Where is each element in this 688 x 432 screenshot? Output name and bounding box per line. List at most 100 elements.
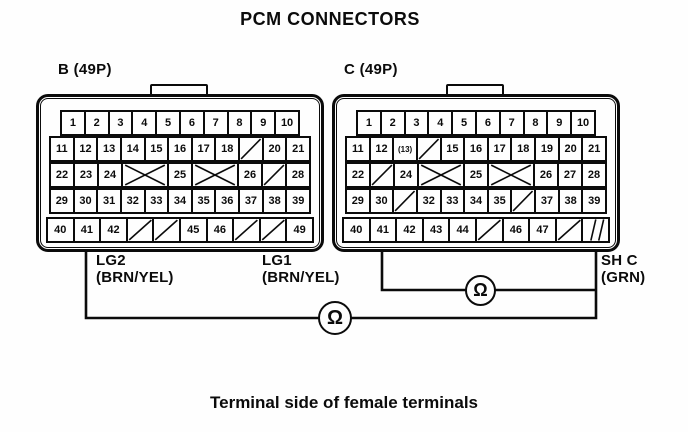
wire-name: SH C: [601, 252, 638, 269]
terminal-B13: 13: [96, 136, 122, 162]
terminal-C33: 33: [439, 188, 466, 214]
blocked-terminal-cell: [369, 162, 395, 188]
terminal-B14: 14: [119, 136, 146, 162]
terminal-C27: 27: [557, 162, 583, 188]
terminal-number: 46: [213, 224, 226, 236]
blocked-terminal-cell: [232, 217, 261, 243]
terminal-B30: 30: [72, 188, 99, 214]
terminal-C42: 42: [395, 217, 424, 243]
terminal-number: 7: [508, 117, 515, 129]
terminal-B42: 42: [99, 217, 128, 243]
terminal-number: 16: [173, 143, 187, 155]
terminal-number: 40: [350, 224, 363, 236]
terminal-B37: 37: [238, 188, 264, 214]
terminal-B6: 6: [178, 110, 205, 136]
terminal-number: 30: [375, 195, 388, 207]
blocked-terminal-cell: [125, 217, 155, 243]
diagram-caption: Terminal side of female terminals: [210, 393, 478, 412]
terminal-number: 9: [260, 117, 267, 129]
terminal-number: 5: [461, 117, 468, 129]
terminal-B45: 45: [178, 217, 208, 243]
terminal-number: 36: [221, 195, 234, 207]
terminal-B17: 17: [190, 136, 217, 162]
terminal-B16: 16: [167, 136, 193, 162]
terminal-B1: 1: [60, 110, 86, 136]
terminal-number: 8: [236, 117, 243, 129]
terminal-number: 20: [268, 143, 281, 155]
terminal-B8: 8: [226, 110, 253, 136]
terminal-C41: 41: [368, 217, 398, 243]
terminal-number: 31: [102, 195, 116, 207]
terminal-number: 39: [292, 195, 305, 207]
terminal-C24: 24: [393, 162, 419, 188]
ohm-symbol: Ω: [473, 280, 488, 300]
terminal-B15: 15: [143, 136, 170, 162]
terminal-number: 19: [540, 143, 554, 155]
terminal-C1: 1: [356, 110, 382, 136]
terminal-B9: 9: [250, 110, 277, 136]
terminal-number: 39: [588, 195, 601, 207]
terminal-number: 49: [293, 224, 306, 236]
terminal-C21: 21: [581, 136, 608, 162]
terminal-number: 30: [79, 195, 92, 207]
wire-color: (GRN): [601, 269, 646, 286]
crossed-terminal-cell: [191, 162, 239, 188]
blocked-terminal-cell: [392, 188, 418, 214]
terminal-number: 13: [102, 143, 116, 155]
terminal-B10: 10: [274, 110, 300, 136]
terminal-number: 46: [509, 224, 522, 236]
terminal-number: 47: [536, 224, 549, 236]
terminal-number: 21: [588, 143, 601, 155]
terminal-number: 28: [587, 169, 601, 181]
terminal-number: 42: [403, 224, 416, 236]
terminal-C29: 29: [345, 188, 371, 214]
terminal-C15: 15: [439, 136, 466, 162]
terminal-C44: 44: [448, 217, 477, 243]
terminal-B5: 5: [155, 110, 181, 136]
terminal-C26: 26: [533, 162, 559, 188]
terminal-number: 35: [197, 195, 210, 207]
blocked-terminal-cell: [152, 217, 181, 243]
terminal-number: 34: [469, 195, 483, 207]
blocked-terminal-cell: [238, 136, 264, 162]
terminal-number: 34: [173, 195, 187, 207]
terminal-B7: 7: [202, 110, 229, 136]
terminal-number: 42: [107, 224, 120, 236]
terminal-number: 22: [55, 169, 69, 181]
terminal-B12: 12: [72, 136, 99, 162]
terminal-number: 16: [469, 143, 483, 155]
terminal-number: 8: [532, 117, 539, 129]
terminal-number: 11: [352, 143, 364, 155]
terminal-number: 41: [80, 224, 94, 236]
terminal-C9: 9: [546, 110, 573, 136]
wire-name: LG1: [262, 252, 292, 269]
terminal-number: 25: [173, 169, 187, 181]
page-title: PCM CONNECTORS: [240, 9, 420, 29]
terminal-C46: 46: [501, 217, 531, 243]
wire-color: (BRN/YEL): [96, 269, 174, 286]
hatched-terminal-cell: [581, 217, 610, 243]
terminal-B34: 34: [167, 188, 193, 214]
terminal-number: 10: [280, 117, 294, 129]
terminal-B49: 49: [285, 217, 314, 243]
terminal-number: 2: [93, 117, 100, 129]
terminal-C19: 19: [534, 136, 560, 162]
terminal-B38: 38: [261, 188, 288, 214]
terminal-B46: 46: [205, 217, 235, 243]
terminal-number: 12: [79, 143, 92, 155]
blocked-terminal-cell: [415, 136, 442, 162]
terminal-number: 5: [165, 117, 172, 129]
connector-b-label: B (49P): [58, 61, 112, 78]
terminal-number: (13): [397, 144, 413, 154]
connector-c-housing-inner-line: [336, 98, 616, 248]
terminal-C37: 37: [534, 188, 560, 214]
terminal-number: 15: [150, 143, 163, 155]
ohm-symbol: Ω: [326, 306, 344, 329]
terminal-B31: 31: [96, 188, 122, 214]
terminal-C28: 28: [581, 162, 607, 188]
